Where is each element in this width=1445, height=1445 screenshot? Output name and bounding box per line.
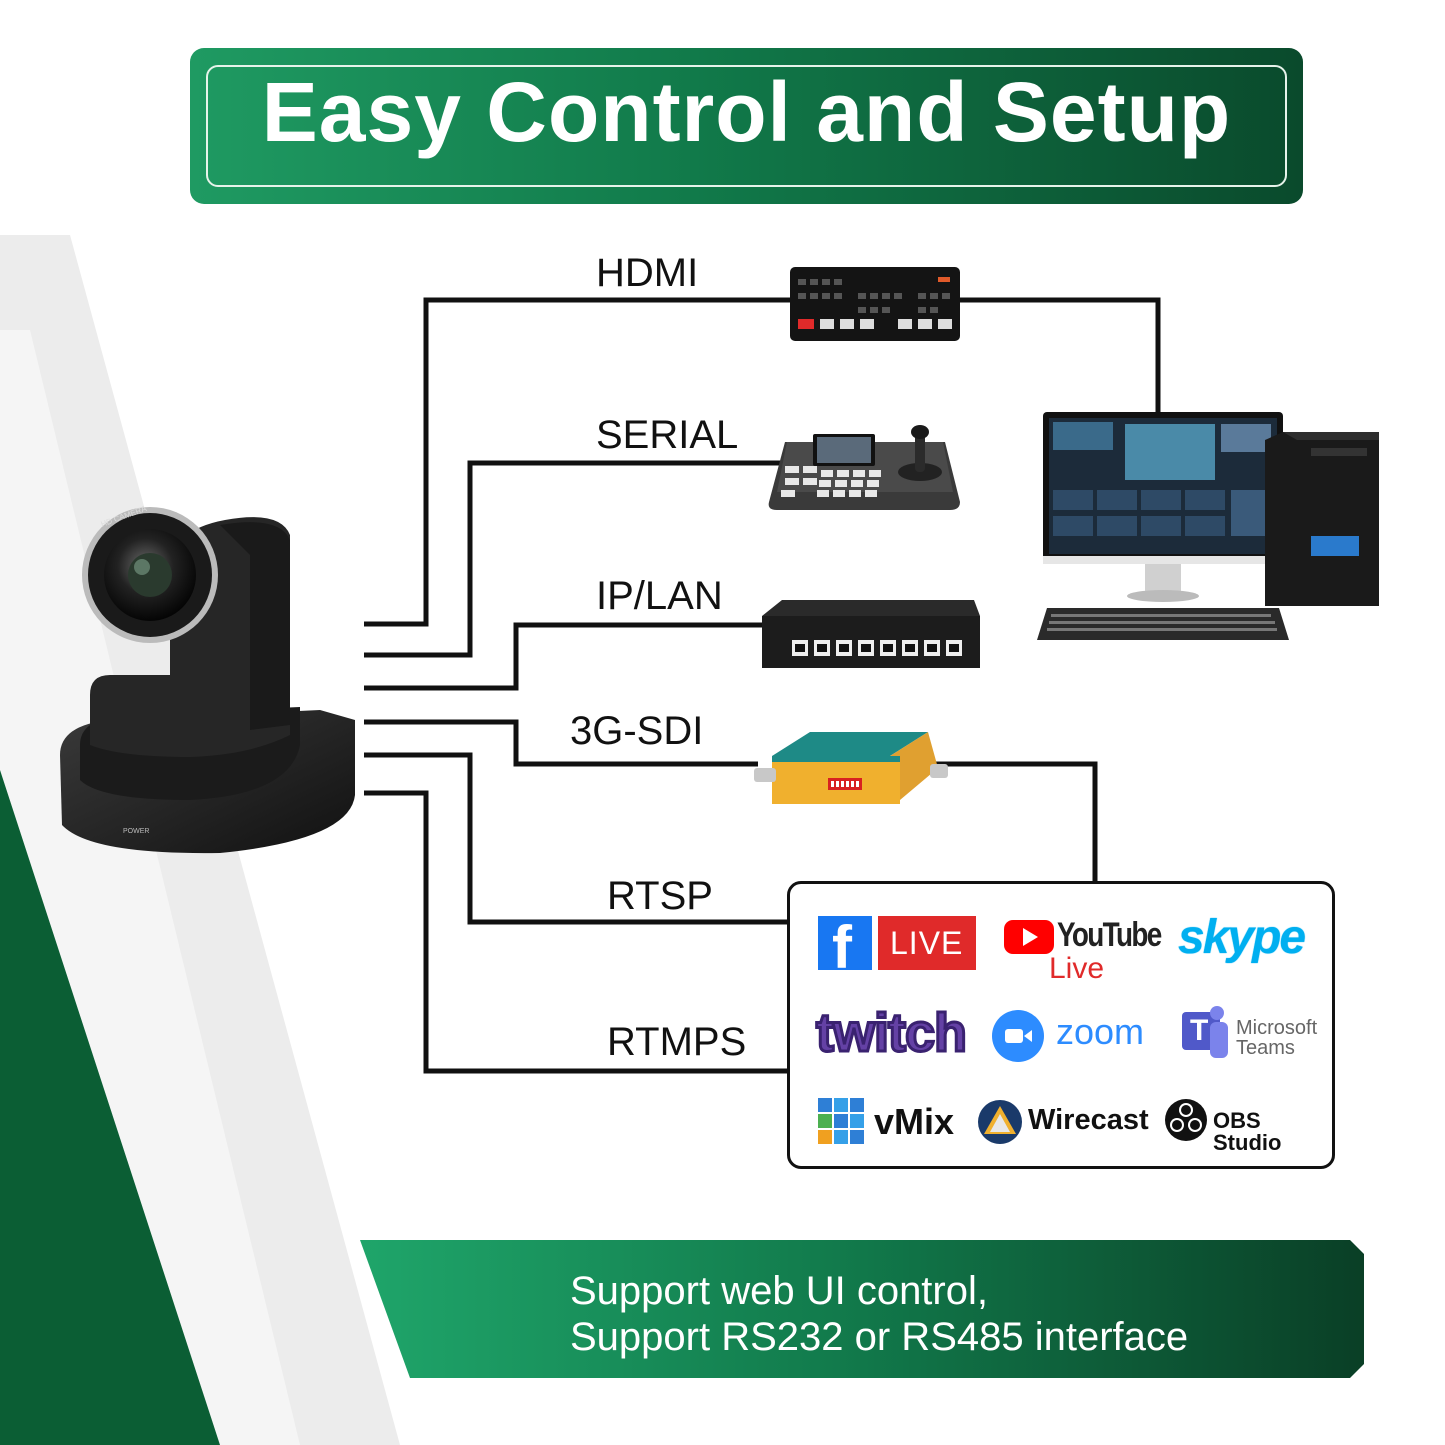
title-banner-border: [206, 65, 1287, 187]
hdmi-line: [364, 297, 790, 627]
label-ip-lan: IP/LAN: [596, 574, 723, 618]
zoom-camera-lens: [1024, 1030, 1032, 1042]
label-3g-sdi: 3G-SDI: [570, 709, 704, 753]
support-text: Support web UI control, Support RS232 or…: [570, 1268, 1188, 1360]
zoom-wordmark: zoom: [1056, 1011, 1145, 1052]
youtube-wordmark: YouTube: [1057, 916, 1162, 954]
rtmps-line: [364, 790, 787, 1074]
gray-stripe-inner: [0, 330, 300, 1445]
teams-person-icon: [1210, 1022, 1228, 1058]
wirecast-wordmark: Wirecast: [1028, 1104, 1149, 1136]
ptz-camera: HD CAMERA POWER: [60, 504, 355, 854]
title-banner: Easy Control and Setup: [190, 48, 1303, 204]
youtube-live-label: Live: [1049, 952, 1105, 985]
bottom-banner-shape: [360, 1240, 1364, 1378]
label-serial: SERIAL: [596, 413, 739, 457]
obs-wordmark: OBS Studio: [1213, 1108, 1282, 1155]
facebook-icon: [818, 916, 872, 970]
label-hdmi: HDMI: [596, 251, 699, 295]
support-line-2: Support RS232 or RS485 interface: [570, 1315, 1189, 1359]
camera-power-label: POWER: [123, 828, 149, 835]
youtube-play-triangle: [1023, 928, 1038, 946]
obs-icon: [1165, 1099, 1207, 1141]
teams-label-line2: Teams: [1236, 1037, 1295, 1059]
rtsp-line: [364, 752, 787, 925]
support-line-1: Support web UI control,: [570, 1269, 988, 1313]
hdmi-to-pc-line: [960, 297, 1161, 412]
lan-line: [364, 622, 765, 691]
streaming-platforms-box: f LIVE YouTube Live skype twitch zoom T …: [787, 881, 1335, 1169]
serial-ptz-keyboard: [768, 425, 960, 510]
teams-t-glyph: T: [1190, 1014, 1209, 1047]
vmix-icon: [818, 1098, 864, 1144]
facebook-f-glyph: f: [832, 914, 852, 981]
green-corner: [0, 770, 220, 1445]
sdi-to-box-line: [935, 761, 1098, 883]
wirecast-icon: [978, 1100, 1022, 1144]
label-rtmps: RTMPS: [607, 1020, 747, 1064]
sdi-line: [364, 719, 758, 767]
page-title: Easy Control and Setup: [261, 65, 1232, 159]
twitch-logo: twitch: [815, 1003, 969, 1063]
serial-line: [364, 460, 780, 658]
network-switch: [762, 600, 980, 668]
facebook-live-badge: [878, 916, 976, 970]
label-rtsp: RTSP: [607, 874, 713, 918]
hdmi-switcher-device: [790, 267, 960, 341]
sdi-converter: [754, 732, 948, 804]
teams-label-line1: Microsoft: [1236, 1017, 1318, 1039]
desktop-computer: [1037, 412, 1379, 640]
vmix-wordmark: vMix: [874, 1101, 955, 1142]
zoom-camera-glyph: [1005, 1029, 1023, 1043]
facebook-live-label: LIVE: [890, 925, 964, 961]
teams-person-head: [1210, 1006, 1224, 1020]
skype-logo: skype: [1178, 911, 1306, 964]
